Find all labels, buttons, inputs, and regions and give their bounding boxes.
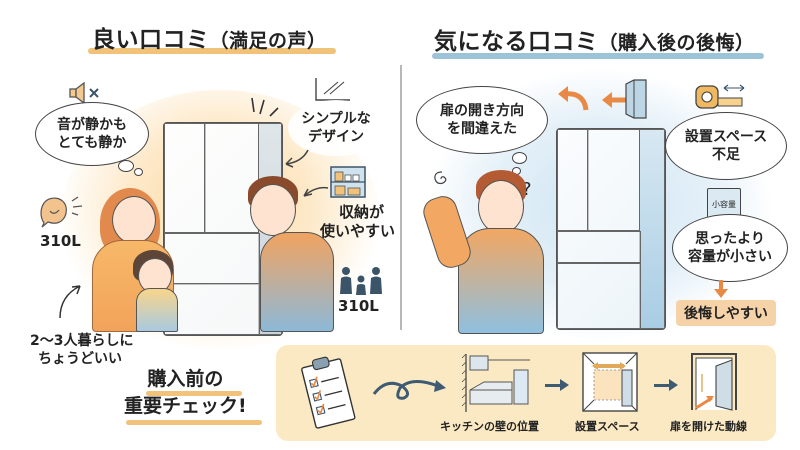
installation-space-icon [582,352,638,412]
door-line2: を間違えた [447,121,517,137]
thought-dot [134,168,143,176]
simple-design-bubble: シンプルな デザイン [288,100,384,156]
design-line2: デザイン [308,129,364,145]
checklist-heading-underline [126,420,262,425]
confusion-swirl-icon [434,171,447,185]
loop-arrow-icon [372,380,446,400]
capacity-line2: 容量が小さい [688,249,772,265]
storage-line1: 収納が [339,203,385,221]
step-label-door: 扉を開けた動線 [670,420,747,433]
left-title-main: 良い口コミ [92,27,210,53]
right-title-subtitle: （購入後の後悔） [598,32,755,54]
thought-dot [512,152,527,164]
capacity-small-bubble: 思ったより 容量が小さい [672,214,788,282]
fridge-drawer-1 [164,233,260,285]
fridge-door-left [164,123,206,233]
checklist-heading-line1: 購入前の [147,368,224,390]
step-arrow-icon [654,379,678,391]
kitchen-wall-icon [461,353,530,412]
fridge-drawer-2 [164,283,260,335]
storage-shelf-icon [330,166,366,198]
checklist-heading-underline [146,391,242,396]
question-mark: ? [522,179,532,200]
capacity-label-left: 310L [40,232,81,250]
pointer-arrow-icon [303,186,329,197]
fridge-side-panel [639,129,665,329]
step-arrow-icon [545,379,569,391]
fridge-drawer-1 [557,231,641,263]
regret-badge: 後悔しやすい [676,300,776,326]
happy-chat-icon [40,196,83,228]
space-line1: 設置スペース [684,128,768,145]
fridge-drawer-2 [557,263,641,329]
father-face [250,184,296,236]
family-icon [340,267,382,295]
muted-speaker-icon [69,82,99,104]
quiet-sound-bubble: 音が静かも とても静か [35,102,149,166]
thought-dot [118,160,134,172]
man-sweater [458,228,544,334]
measuring-tape-icon [695,84,745,109]
down-arrow-icon [714,280,728,298]
door-panel-icon [625,79,647,119]
section-divider [400,65,402,330]
step-label-kitchen: キッチンの壁の位置 [440,420,539,433]
storage-line2: 使いやすい [320,221,396,240]
sparkle-lines-icon [251,97,279,117]
checklist-heading-line2: 重要チェック! [124,394,247,417]
refrigerator-right [556,128,666,330]
door-line1: 扉の開き方向 [440,102,524,119]
man-face [478,180,524,234]
installation-space-bubble: 設置スペース 不足 [665,112,787,180]
child-shirt [136,288,178,332]
step-label-space: 設置スペース [575,420,640,433]
refrigerator-left [163,122,283,336]
clipboard-checklist-icon [301,356,356,429]
small-capacity-label: 小容量 [712,199,736,209]
fridge-door-right [587,129,641,231]
door-swing-icon [691,353,737,411]
quiet-bubble-line1: 音が静かも [57,116,127,133]
father-sweater [260,232,334,332]
left-title-underline [88,48,336,54]
left-section-title: 良い口コミ（満足の声） [92,20,327,54]
storage-label: 収納が 使いやすい [320,203,395,241]
household-size-label: 2〜3人暮らしに ちょうどいい [30,333,133,368]
left-title-subtitle: （満足の声） [209,30,327,52]
door-direction-bubble: 扉の開き方向 を間違えた [416,86,548,154]
right-title-underline [432,53,764,59]
household-line1: 2〜3人暮らしに [30,333,134,349]
right-section-title: 気になる口コミ（購入後の後悔） [434,22,755,56]
pointer-arrow-icon [285,149,309,168]
right-title-main: 気になる口コミ [434,29,599,55]
mother-face [112,196,156,244]
fridge-door-left [557,129,589,231]
quiet-bubble-line2: とても静か [57,135,127,151]
household-line2: ちょうどいい [38,350,122,367]
curved-arrow-icon [59,285,81,319]
capacity-line1: 思ったより [695,230,765,247]
space-line2: 不足 [711,147,740,163]
checklist-heading: 購入前の 重要チェック! [124,366,247,419]
design-line1: シンプルな [301,110,371,127]
capacity-label-right: 310L [338,297,379,315]
